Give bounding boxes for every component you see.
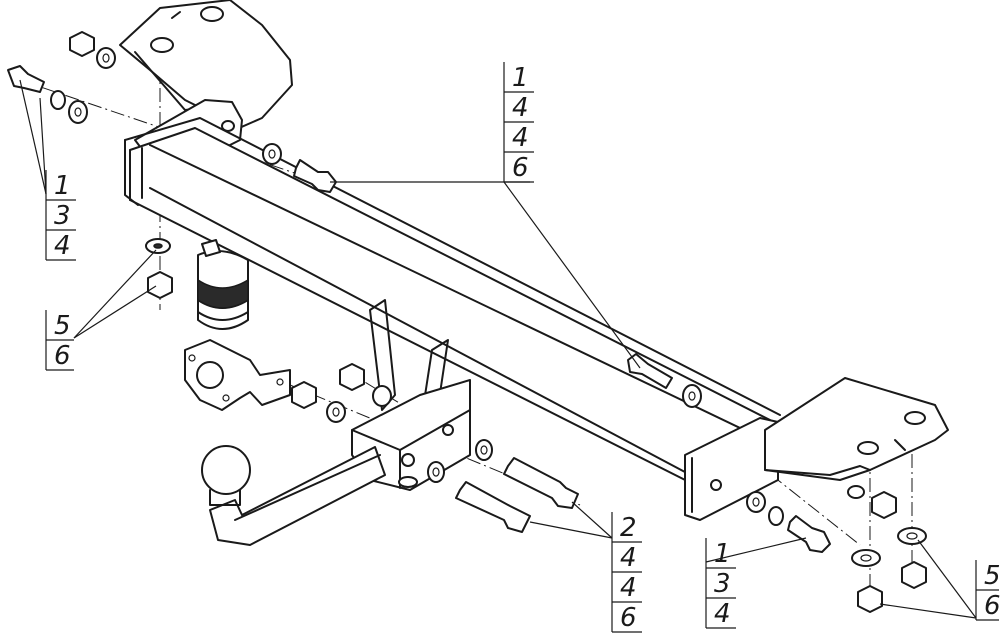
- callout-item: 6: [512, 153, 529, 183]
- callout-item: 4: [512, 123, 529, 153]
- callout-left-nut: 56: [45, 310, 74, 371]
- leader-lines: [19, 79, 977, 619]
- socket-bracket: [184, 339, 291, 411]
- bolt-right: [787, 515, 831, 553]
- callout-item: 4: [512, 93, 529, 123]
- callout-left-bolt: 134: [45, 170, 76, 261]
- callout-item: 1: [54, 171, 71, 201]
- callout-item: 4: [714, 599, 731, 629]
- nut-left: [147, 271, 173, 299]
- callout-item: 3: [714, 569, 731, 599]
- bolt-left-top: [7, 65, 45, 93]
- bolt-center-1: [503, 457, 579, 509]
- callout-right-nut: 56: [975, 560, 1000, 621]
- callout-item: 4: [620, 543, 637, 573]
- callout-item: 1: [714, 539, 731, 569]
- right-end-plate: [684, 417, 779, 521]
- callout-item: 6: [984, 591, 1000, 621]
- bolt-top: [293, 159, 337, 193]
- callout-item: 6: [620, 603, 637, 633]
- callout-item: 6: [54, 341, 71, 371]
- callout-item: 4: [620, 573, 637, 603]
- nut-top: [69, 31, 95, 57]
- callout-item: 5: [54, 311, 71, 341]
- tow-ball-neck: [209, 446, 386, 546]
- bolt-crossbar: [627, 353, 673, 389]
- bolt-center-2: [455, 481, 531, 533]
- callout-item: 3: [54, 201, 71, 231]
- left-mounting-bracket: [119, 0, 293, 133]
- callout-right-bolt: 134: [705, 538, 736, 629]
- electrical-socket: [197, 239, 249, 330]
- callout-item: 2: [620, 513, 637, 543]
- fasteners: [7, 31, 927, 613]
- callout-item: 1: [512, 63, 529, 93]
- tow-ball: [201, 445, 251, 506]
- right-mounting-bracket: [764, 377, 949, 481]
- callout-item: 4: [54, 231, 71, 261]
- callout-item: 5: [984, 561, 1000, 591]
